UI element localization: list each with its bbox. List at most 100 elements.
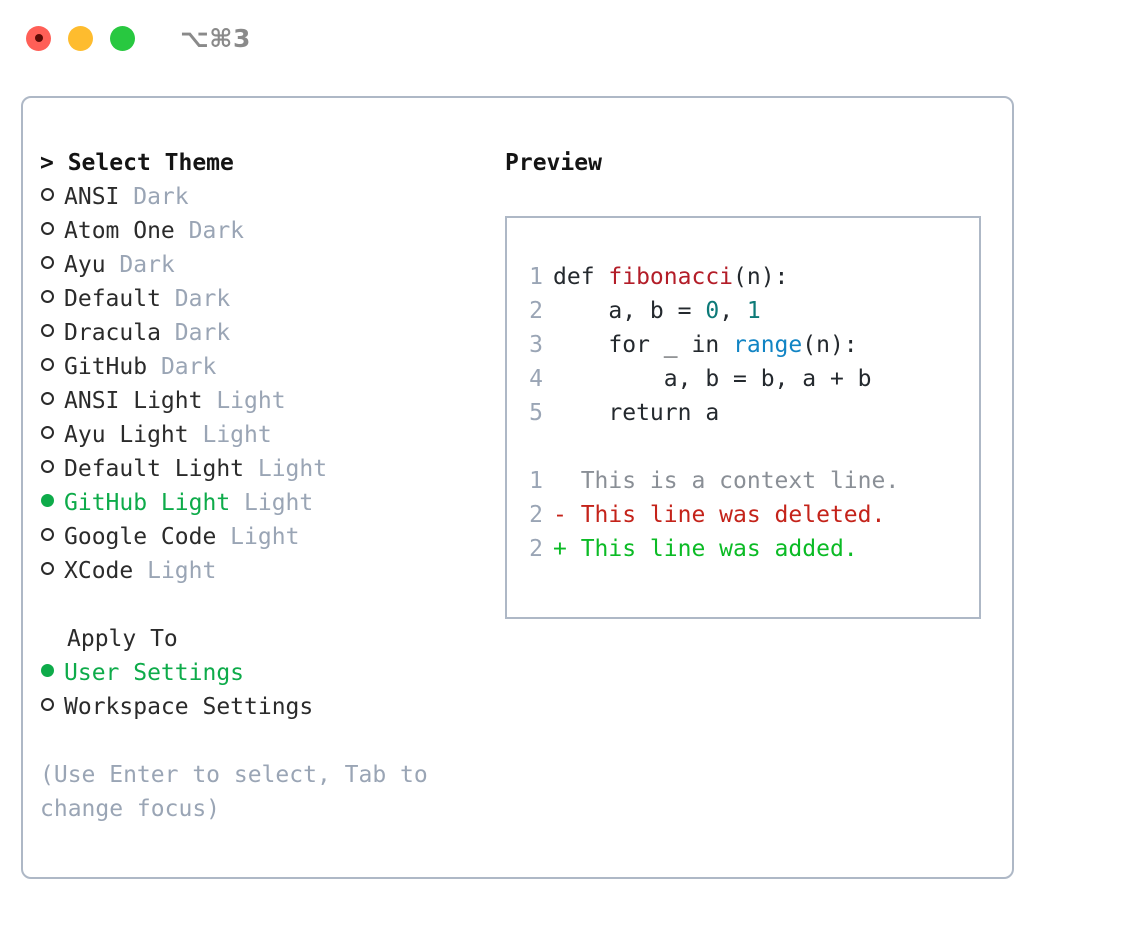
theme-option-variant: Dark (119, 184, 189, 210)
diff-line: 2 + This line was added. (507, 532, 979, 566)
theme-option[interactable]: GitHub Light Light (40, 486, 493, 520)
theme-option[interactable]: Ayu Light Light (40, 418, 493, 452)
diff-sample: 1 This is a context line. 2 - This line wa… (507, 464, 979, 566)
maximize-window-button[interactable] (110, 25, 135, 51)
code-line: 3 for _ in range(n): (507, 328, 979, 362)
code-token: a, b = b, a + b (553, 366, 872, 392)
radio-glyph (41, 664, 54, 677)
theme-option-label: Default Light (64, 456, 245, 482)
radio-glyph (41, 698, 54, 711)
theme-option-label: Google Code (64, 524, 217, 550)
radio-glyph (41, 188, 54, 201)
apply-to-option[interactable]: Workspace Settings (40, 690, 493, 724)
code-token: (n): (802, 332, 858, 358)
code-line: 2 a, b = 0, 1 (507, 294, 979, 328)
theme-option[interactable]: GitHub Dark (40, 350, 493, 384)
theme-option-variant: Light (188, 422, 272, 448)
code-token: return a (553, 400, 720, 426)
code-line: 5 return a (507, 396, 979, 430)
code-token: def (553, 264, 609, 290)
line-number: 1 (529, 468, 543, 494)
diff-line: 1 This is a context line. (507, 464, 979, 498)
code-line: 4 a, b = b, a + b (507, 362, 979, 396)
code-token: range (733, 332, 803, 358)
code-line-text: for _ in range(n): (553, 328, 858, 362)
theme-option-variant: Light (133, 558, 217, 584)
page-title: > Select Theme (40, 146, 493, 180)
close-window-button[interactable] (26, 25, 51, 51)
theme-option[interactable]: Ayu Dark (40, 248, 493, 282)
diff-line: 2 - This line was deleted. (507, 498, 979, 532)
diff-line-text: + This line was added. (553, 536, 858, 562)
code-token: , (719, 298, 747, 324)
page-title-text: Select Theme (67, 150, 234, 176)
theme-option-variant: Dark (174, 218, 245, 244)
theme-option-variant: Dark (105, 252, 175, 278)
line-number: 3 (529, 332, 543, 358)
radio-glyph (41, 256, 54, 269)
theme-option-variant: Dark (160, 286, 231, 312)
code-token: a, b = (553, 298, 706, 324)
keyboard-shortcut-label: ⌥⌘3 (180, 23, 251, 53)
line-number: 5 (529, 400, 543, 426)
line-number: 2 (529, 502, 543, 528)
apply-to-option[interactable]: User Settings (40, 656, 493, 690)
radio-glyph (41, 528, 54, 541)
theme-option[interactable]: Default Light Light (40, 452, 493, 486)
code-token: (n): (733, 264, 789, 290)
theme-option[interactable]: Default Dark (40, 282, 493, 316)
radio-glyph (41, 494, 54, 507)
keyboard-hint: (Use Enter to select, Tab to change focu… (40, 762, 428, 822)
line-number: 4 (529, 366, 543, 392)
radio-glyph (41, 562, 54, 575)
line-number: 2 (529, 536, 543, 562)
prompt-marker: > (40, 150, 68, 176)
theme-option-variant: Light (202, 388, 286, 414)
diff-line-text: This is a context line. (553, 468, 900, 494)
radio-glyph (41, 392, 54, 405)
diff-line-text: - This line was deleted. (553, 502, 886, 528)
theme-option[interactable]: ANSI Light Light (40, 384, 493, 418)
theme-option-label: Default (64, 286, 161, 312)
theme-option-variant: Dark (147, 354, 217, 380)
apply-to-heading: Apply To (67, 626, 178, 652)
theme-option-variant: Dark (160, 320, 231, 346)
theme-option-variant: Light (230, 490, 314, 516)
code-token: for _ in (553, 332, 734, 358)
theme-option-label: Dracula (64, 320, 161, 346)
line-number: 1 (529, 264, 543, 290)
theme-option[interactable]: Dracula Dark (40, 316, 493, 350)
theme-option[interactable]: Google Code Light (40, 520, 493, 554)
theme-option[interactable]: ANSI Dark (40, 180, 493, 214)
code-line-text: a, b = b, a + b (553, 362, 872, 396)
title-bar: ⌥⌘3 (0, 0, 1140, 76)
theme-option-label: GitHub Light (64, 490, 231, 516)
code-diff-separator (507, 430, 979, 464)
theme-option-label: Atom One (64, 218, 175, 244)
theme-option-variant: Light (244, 456, 328, 482)
theme-option-label: XCode (64, 558, 134, 584)
code-token: 0 (705, 298, 720, 324)
radio-glyph (41, 426, 54, 439)
code-line-text: a, b = 0, 1 (553, 294, 761, 328)
code-line-text: return a (553, 396, 719, 430)
theme-option-variant: Light (216, 524, 300, 550)
theme-option[interactable]: XCode Light (40, 554, 493, 588)
code-line-text: def fibonacci(n): (553, 260, 788, 294)
apply-to-option-label: Workspace Settings (64, 694, 314, 720)
theme-option[interactable]: Atom One Dark (40, 214, 493, 248)
radio-glyph (41, 222, 54, 235)
code-token: 1 (746, 298, 761, 324)
theme-option-label: GitHub (64, 354, 148, 380)
line-number: 2 (529, 298, 543, 324)
minimize-window-button[interactable] (68, 25, 93, 51)
radio-glyph (41, 460, 54, 473)
